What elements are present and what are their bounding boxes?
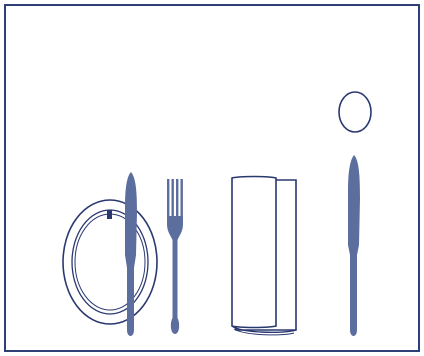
glass-icon	[339, 92, 371, 132]
knife-icon	[125, 172, 137, 336]
fork-icon	[167, 179, 183, 334]
plate-icon	[63, 200, 157, 324]
knife-icon	[348, 155, 360, 336]
napkin-icon	[232, 177, 296, 335]
